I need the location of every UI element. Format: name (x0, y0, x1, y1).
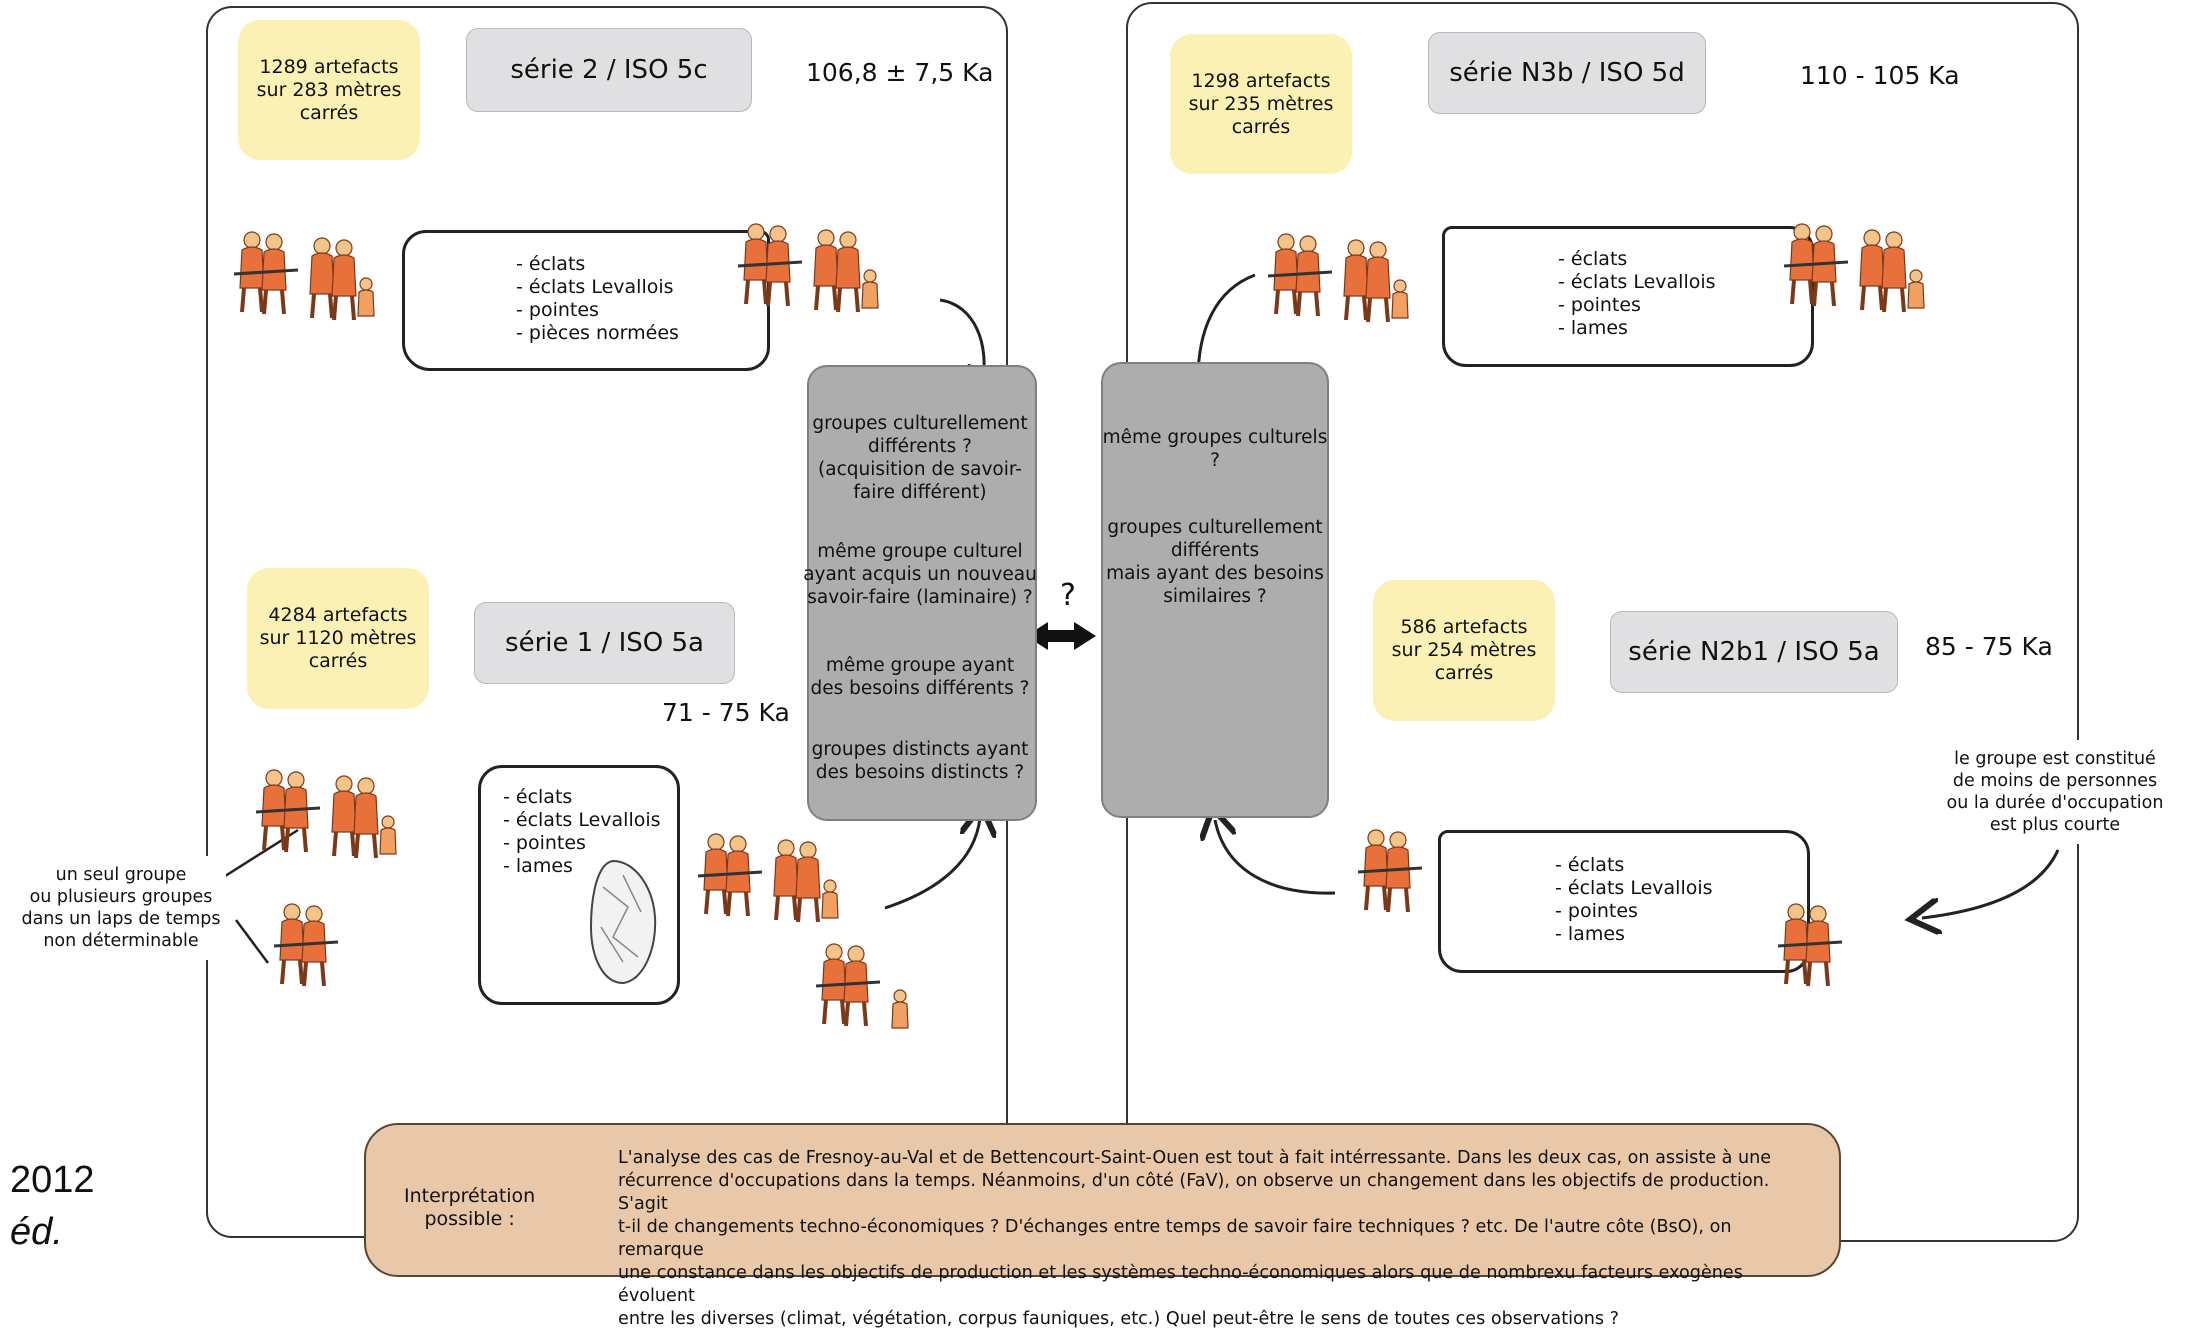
artefact-count-box: 586 artefacts sur 254 mètres carrés (1373, 580, 1555, 721)
artefact-count-box: 1289 artefacts sur 283 mètres carrés (238, 20, 420, 160)
pair-figures-icon (1782, 902, 1862, 1002)
interpretation-box: Interprétation possible : L'analyse des … (364, 1123, 1841, 1329)
artefact-list-bracket (1438, 830, 1810, 973)
group-figures-icon (1788, 222, 1938, 322)
interpretation-text: L'analyse des cas de Fresnoy-au-Val et d… (618, 1148, 1772, 1329)
hypothesis-2: même groupe culturel ayant acquis un nou… (803, 541, 1037, 608)
date-label: 85 - 75 Ka (1925, 632, 2053, 661)
arrow-bottom-right (1215, 820, 1336, 895)
serie-label: série 1 / ISO 5a (474, 602, 735, 684)
group-figures-icon (260, 768, 410, 868)
hypothesis-3: même groupe ayant des besoins différents… (810, 655, 1030, 699)
hypothesis-right-2: groupes culturellement différents mais a… (1106, 517, 1324, 607)
group-figures-icon (820, 942, 909, 1029)
group-figures-icon (742, 222, 892, 322)
hypotheses-box-right (1101, 362, 1329, 818)
side-ed: éd. (10, 1211, 63, 1253)
double-arrow (1026, 622, 1096, 650)
artefact-list: - éclats - éclats Levallois - pointes - … (1555, 854, 1713, 945)
artefact-list-bracket (402, 230, 770, 371)
artefact-list: - éclats - éclats Levallois - pointes - … (516, 253, 679, 344)
date-label: 110 - 105 Ka (1800, 61, 1960, 90)
serie-label: série 2 / ISO 5c (466, 28, 752, 112)
arrow-note-right (1922, 849, 2060, 918)
date-label: 71 - 75 Ka (662, 698, 790, 727)
arrows-layer (221, 273, 2060, 964)
note-right: le groupe est constitué de moins de pers… (1940, 740, 2170, 844)
artefact-count-box: 1298 artefacts sur 235 mètres carrés (1170, 34, 1352, 174)
date-label: 106,8 ± 7,5 Ka (806, 58, 994, 87)
arrow-bottom-left (884, 818, 980, 910)
hypotheses-box-left (807, 365, 1037, 821)
note-left-line-2 (234, 919, 270, 964)
serie-label: série N2b1 / ISO 5a (1610, 611, 1898, 693)
artefact-list: - éclats - éclats Levallois - pointes - … (1558, 248, 1716, 339)
artefact-list-bracket (1442, 226, 1814, 367)
stone-tool-icon (589, 859, 657, 985)
group-figures-icon (1272, 232, 1422, 332)
side-year: 2012 (10, 1159, 95, 1201)
note-left: un seul groupe ou plusieurs groupes dans… (16, 856, 226, 960)
pair-figures-icon (278, 902, 358, 1002)
pair-figures-icon (1362, 828, 1442, 928)
artefact-list: - éclats - éclats Levallois - pointes - … (503, 786, 661, 877)
hypothesis-4: groupes distincts ayant des besoins dist… (811, 739, 1029, 783)
interpretation-label: Interprétation possible : (404, 1185, 536, 1230)
group-figures-icon (238, 230, 388, 330)
serie-label: série N3b / ISO 5d (1428, 32, 1706, 114)
question-mark: ? (1060, 578, 1076, 613)
group-figures-icon (702, 832, 852, 932)
artefact-count-box: 4284 artefacts sur 1120 mètres carrés (247, 568, 429, 709)
hypothesis-1: groupes culturellement différents ? (acq… (812, 413, 1028, 503)
hypothesis-right-1: même groupes culturels ? (1102, 427, 1328, 471)
